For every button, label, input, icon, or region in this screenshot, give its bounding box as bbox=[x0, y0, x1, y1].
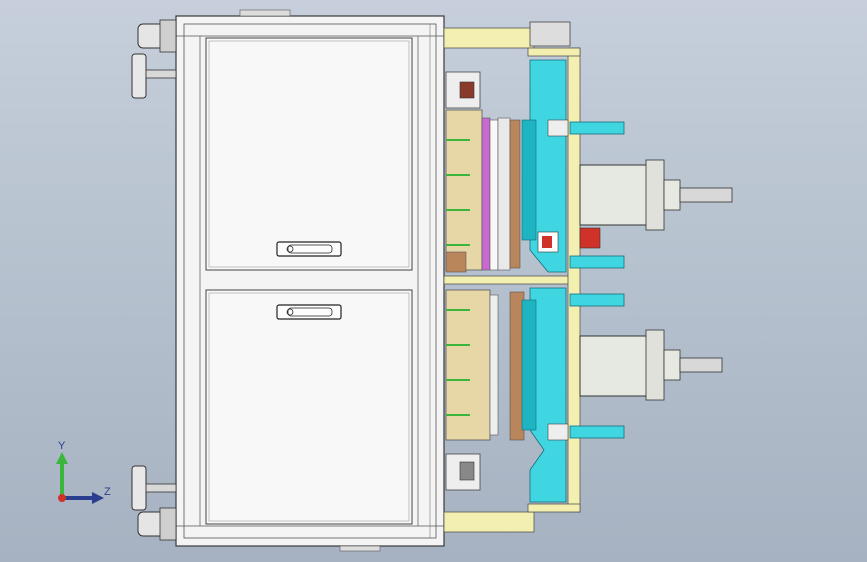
lower-tooling-plates[interactable] bbox=[445, 289, 525, 491]
lower-door-panel[interactable] bbox=[205, 289, 413, 525]
door-handle-icon[interactable] bbox=[276, 241, 342, 257]
leveling-foot-icon[interactable] bbox=[131, 53, 177, 99]
axis-triad-icon: Y Z bbox=[48, 438, 118, 508]
caster-wheel-icon[interactable] bbox=[137, 507, 177, 541]
cyan-fixture-lower[interactable] bbox=[521, 287, 567, 503]
upper-door-panel[interactable] bbox=[205, 37, 413, 271]
yellow-support-frame[interactable] bbox=[443, 21, 581, 533]
cyan-fixture-upper[interactable] bbox=[521, 59, 567, 273]
door-handle-icon[interactable] bbox=[276, 304, 342, 320]
pneumatic-cylinder-icon[interactable] bbox=[579, 159, 733, 249]
pneumatic-cylinder-icon[interactable] bbox=[579, 329, 723, 401]
axis-z-label: Z bbox=[104, 486, 111, 498]
caster-wheel-icon[interactable] bbox=[137, 19, 177, 53]
axis-y-label: Y bbox=[58, 440, 66, 452]
leveling-foot-icon[interactable] bbox=[131, 465, 177, 511]
upper-tooling-plates[interactable] bbox=[445, 71, 521, 273]
guide-rods[interactable] bbox=[547, 119, 625, 441]
